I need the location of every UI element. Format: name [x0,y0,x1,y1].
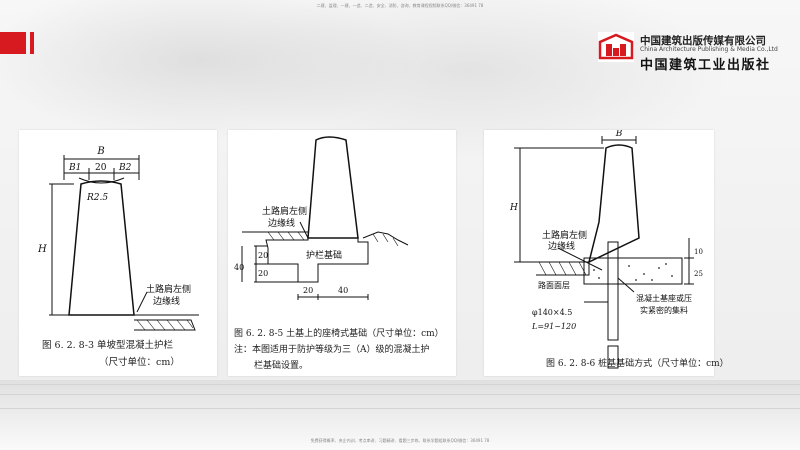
label-shoulder-line-2: 边缘线 [548,240,575,252]
label-shoulder-line-1: 土路肩左侧 [262,205,307,217]
label-barrier-foundation: 护栏基础 [306,249,342,261]
label-shoulder-line-1: 土路肩左侧 [146,283,191,295]
dim-label-40-horizontal: 40 [338,286,348,295]
floor-line [0,384,800,385]
figure-caption: 图 6. 2. 8-3 单坡型混凝土护栏 [42,340,174,351]
dim-label-25: 25 [694,270,703,278]
figure-caption: 图 6. 2. 8-5 土基上的座椅式基础（尺寸单位：cm） [234,329,444,339]
dim-label-radius: R2.5 [86,193,108,203]
figure-note-continued: 栏基础设置。 [254,361,309,371]
dim-label-h: H [509,203,518,213]
label-fill-line-1: 混凝土基座或压 [636,293,692,303]
figure-caption: 图 6. 2. 8-6 桩基基础方式（尺寸单位：cm） [546,359,729,369]
bottom-watermark-note: 免费获得概率、央企内训、考点串讲、习题精讲、看题三步练、联系学题组联系QQ/微信… [310,438,490,443]
publisher-logo-icon [598,32,634,62]
dim-label-b: B [96,146,104,157]
dim-label-20: 20 [95,163,107,173]
figure-panel-single-slope-barrier: B B1 20 B2 R2.5 H 土路肩左侧 边缘线 图 6. 2. 8-3 … [19,130,217,376]
background-floor [0,380,800,450]
floor-line [0,394,800,395]
label-shoulder-line-1: 土路肩左侧 [542,229,587,241]
figure-caption-units: （尺寸单位：cm） [99,357,180,368]
dim-label-20-horizontal: 20 [303,286,313,295]
top-watermark-note: 二建、监理、一建、一造、二造、安全、消防、咨询、教育课程视频联系QQ/微信：36… [316,3,484,8]
dim-label-20-lower: 20 [258,269,268,278]
label-fill-line-2: 实紧密的集料 [640,305,688,315]
dim-label-b2: B2 [118,163,132,173]
single-slope-barrier-diagram: B B1 20 B2 R2.5 H 土路肩左侧 边缘线 [37,146,199,331]
company-name-cn: 中国建筑出版传媒有限公司 [640,35,766,47]
dim-label-b: B [615,130,623,139]
red-accent-stripe [30,32,34,54]
figure-panel-seat-foundation: 土路肩左侧 边缘线 护栏基础 40 20 20 20 40 图 6. 2. 8-… [228,130,456,376]
dim-label-b1: B1 [68,163,81,173]
dim-label-h: H [37,244,47,255]
seat-foundation-diagram: 土路肩左侧 边缘线 护栏基础 40 20 20 20 40 [234,136,409,300]
label-pile-size: φ140×4.5 [532,308,572,317]
red-accent-bar [0,32,26,54]
floor-line [0,408,800,409]
company-name-cn-calligraphy: 中国建筑工业出版社 [640,58,771,73]
dim-label-10: 10 [694,248,703,256]
label-shoulder-line-2: 边缘线 [153,295,180,307]
company-name-en: China Architecture Publishing & Media Co… [640,46,778,53]
label-pile-length: L=91~120 [531,322,576,331]
dim-label-20-upper: 20 [258,251,268,260]
label-pavement-layer: 路面面层 [538,280,570,290]
pile-foundation-diagram: B H 土路肩左侧 边缘线 路面面层 φ140×4.5 L=91~120 混凝土… [509,130,703,369]
dim-label-40-vertical: 40 [234,263,244,272]
figure-note: 注：本图适用于防护等级为三（A）级的混凝土护 [234,345,430,355]
label-shoulder-line-2: 边缘线 [268,217,295,229]
figure-panel-pile-foundation: B H 土路肩左侧 边缘线 路面面层 φ140×4.5 L=91~120 混凝土… [484,130,729,376]
